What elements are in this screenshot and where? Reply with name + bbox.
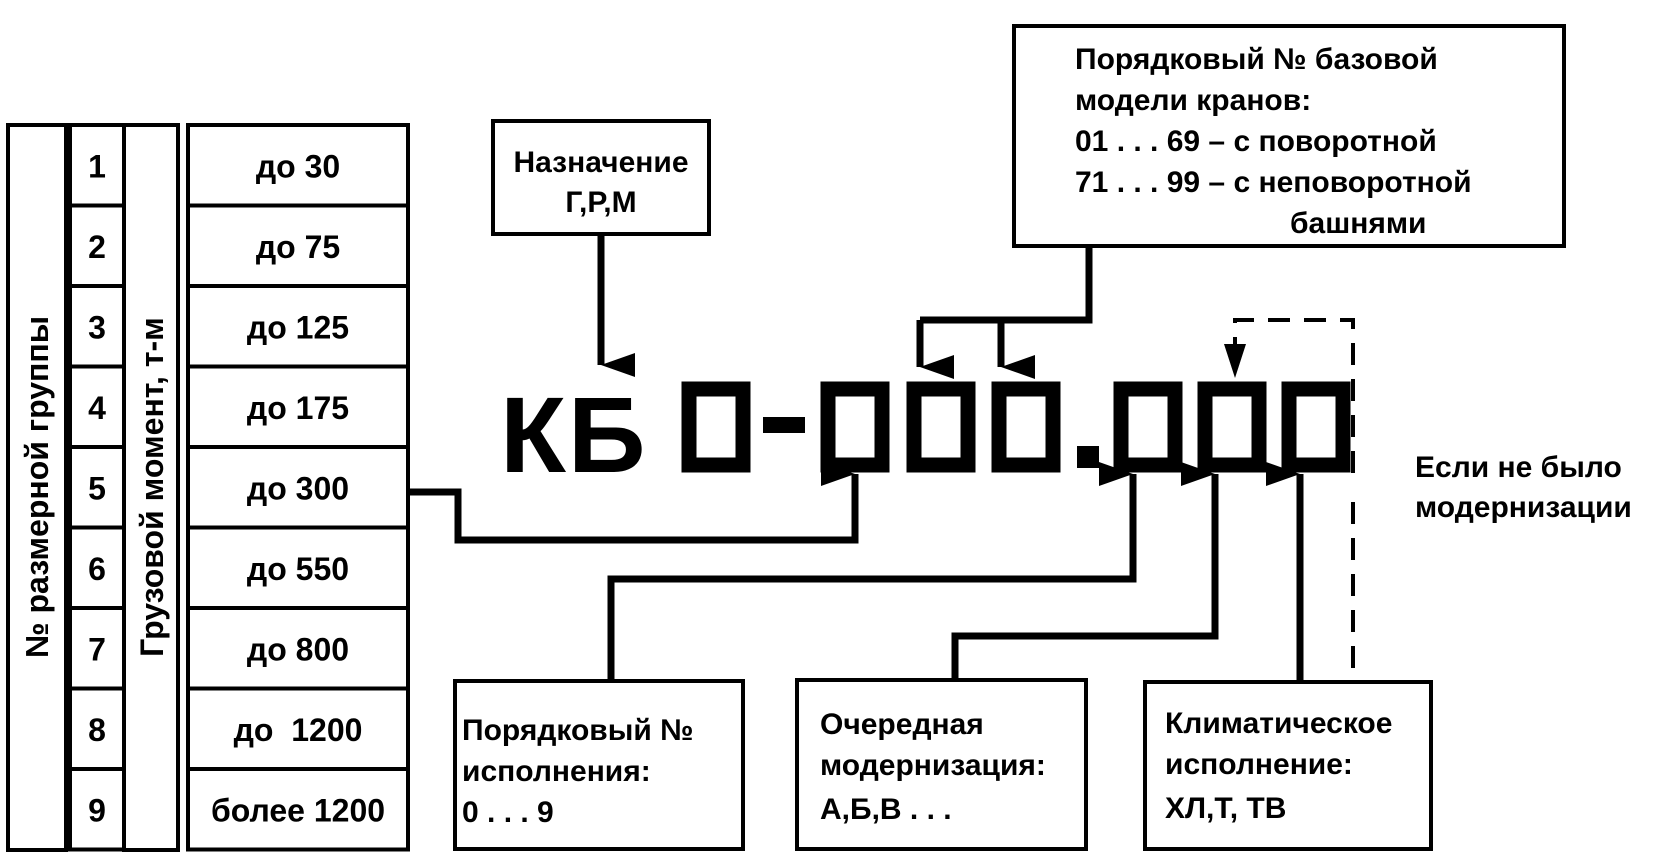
climate-line-1: Климатическое — [1165, 707, 1392, 740]
base-model-box: Порядковый № базовой модели кранов: 01 .… — [1012, 24, 1566, 248]
base-model-line-5: башнями — [1290, 207, 1426, 240]
load-moment-value: до 125 — [247, 309, 349, 345]
load-moment-value: до 800 — [247, 631, 349, 667]
code-slot-6 — [1281, 381, 1351, 473]
base-model-bracket — [997, 246, 1093, 334]
group-number-cell — [68, 767, 126, 852]
code-slot-1 — [820, 381, 890, 473]
group-number-cells: 1 2 3 4 5 6 7 8 9 — [68, 123, 126, 852]
crane-code: КБ — [500, 374, 1351, 495]
group-number: 8 — [88, 712, 106, 748]
group-number: 6 — [88, 551, 106, 587]
note-line-1: Если не было — [1415, 451, 1622, 484]
base-model-line-2: модели кранов: — [1075, 84, 1311, 117]
group-number: 9 — [88, 792, 106, 828]
arrow-modernization — [951, 462, 1219, 680]
arrow-execution — [607, 462, 1137, 681]
execution-line-1: Порядковый № — [462, 714, 694, 747]
load-moment-value: до 30 — [256, 148, 340, 184]
load-moment-cell — [186, 284, 410, 369]
arrow-no-modernization — [1224, 344, 1246, 378]
load-moment-value: более 1200 — [211, 792, 385, 828]
load-moment-value: до 175 — [247, 390, 349, 426]
climate-box: Климатическое исполнение: ХЛ,Т, ТВ — [1143, 680, 1433, 851]
load-moment-cell — [186, 123, 410, 208]
execution-box: Порядковый № исполнения: 0 . . . 9 — [453, 679, 745, 851]
connectors — [408, 234, 1355, 682]
climate-line-3: ХЛ,Т, ТВ — [1165, 792, 1286, 825]
note-line-2: модернизации — [1415, 491, 1632, 524]
modernization-line-1: Очередная — [820, 708, 984, 741]
load-moment-value: до 550 — [247, 551, 349, 587]
code-slot-2 — [906, 381, 976, 473]
load-moment-cell — [186, 525, 410, 610]
purpose-title: Назначение — [513, 146, 688, 179]
code-slot-prefix-o — [681, 381, 751, 473]
group-number: 4 — [88, 390, 106, 426]
code-slot-4 — [1113, 381, 1183, 473]
load-moment-cell — [186, 445, 410, 530]
base-model-line-4: 71 . . . 99 – с неповоротной — [1075, 166, 1472, 199]
code-dot — [1077, 446, 1099, 468]
group-label-column — [6, 123, 68, 852]
group-number: 5 — [88, 470, 106, 506]
load-moment-cells: до 30 до 75 до 125 до 175 до 300 до 550 до 800… — [186, 123, 410, 852]
code-prefix: КБ — [500, 374, 648, 495]
no-modernization-note: Если не было модернизации — [1415, 451, 1632, 524]
group-number: 2 — [88, 229, 106, 265]
load-moment-cell — [186, 606, 410, 691]
load-moment-label: Грузовой момент, т-м — [134, 317, 170, 657]
execution-line-3: 0 . . . 9 — [462, 796, 554, 829]
moment-label-column — [122, 123, 180, 852]
load-moment-cell — [186, 767, 410, 852]
purpose-box: Назначение Г,Р,М — [491, 119, 711, 236]
modernization-box: Очередная модернизация: А,Б,В . . . — [795, 678, 1088, 851]
execution-line-2: исполнения: — [462, 755, 651, 788]
purpose-values: Г,Р,М — [565, 186, 636, 219]
load-moment-cell — [186, 686, 410, 771]
code-dash — [763, 417, 805, 433]
group-number-label: № размерной группы — [19, 316, 55, 658]
load-moment-value: до 1200 — [234, 712, 363, 748]
code-slot-5 — [1197, 381, 1267, 473]
arrow-group-number — [408, 462, 859, 544]
base-model-line-3: 01 . . . 69 – с поворотной — [1075, 125, 1437, 158]
base-model-line-1: Порядковый № базовой — [1075, 43, 1438, 76]
group-number: 1 — [88, 148, 106, 184]
modernization-line-3: А,Б,В . . . — [820, 793, 952, 826]
code-slot-3 — [991, 381, 1061, 473]
group-number: 3 — [88, 309, 106, 345]
load-moment-value: до 75 — [256, 229, 340, 265]
group-number: 7 — [88, 631, 106, 667]
load-moment-value: до 300 — [247, 470, 349, 506]
group-number-cell — [68, 606, 126, 691]
modernization-line-2: модернизация: — [820, 749, 1046, 782]
group-number-table: № размерной группы 1 2 3 4 5 6 7 8 9 — [6, 123, 126, 852]
climate-line-2: исполнение: — [1165, 748, 1353, 781]
